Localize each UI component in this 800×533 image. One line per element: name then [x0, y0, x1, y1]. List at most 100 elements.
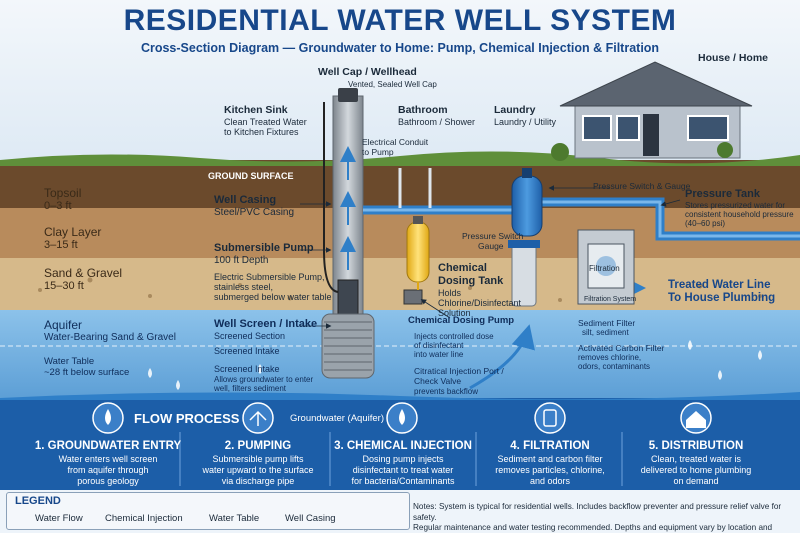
dosing-pump-desc-1: Injects controlled dose [414, 332, 494, 341]
water-table-label: Water Table ~28 ft below surface [44, 356, 129, 379]
well-cap [338, 88, 358, 102]
step-filtration: 4. FILTRATION Sediment and carbon filter… [475, 440, 625, 486]
step-2-line-3: via discharge pipe [221, 475, 295, 486]
water-drops [148, 340, 762, 390]
sediment-filter-1: Sediment Filter [578, 318, 636, 328]
chemical-dosing-tank-icon [403, 216, 430, 305]
bathroom-label: Bathroom [398, 104, 448, 116]
filtration-system-label: Filtration System [584, 296, 637, 303]
pump-desc-3: submerged below water table [214, 292, 332, 302]
groundwater-label: Groundwater (Aquifer) [290, 413, 384, 424]
pressure-switch-label: Pressure Switch & Gauge [593, 181, 691, 191]
topsoil-label: Topsoil 0–3 ft [44, 186, 81, 214]
notes: Notes: System is typical for residential… [413, 502, 798, 533]
step-distribution: 5. DISTRIBUTION Clean, treated water is … [621, 440, 771, 486]
sand-gravel-layer [0, 258, 800, 310]
pressure-tank-icon [511, 168, 543, 237]
well-cap-sub: Vented, Sealed Well Cap [348, 80, 437, 89]
sand-depth: 15–30 ft [44, 280, 84, 293]
sand-name: Sand & Gravel [44, 266, 123, 280]
step-3-line-2: disinfectant to treat water [352, 464, 454, 475]
dosing-pump-label: Chemical Dosing Pump [408, 315, 515, 326]
injection-port-2: Check Valve [414, 376, 462, 386]
step-1-line-3: porous geology [77, 475, 139, 486]
dosing-desc-3: Solution [438, 308, 471, 318]
step-3-line-1: Dosing pump injects [362, 454, 444, 464]
intake-desc-2: well, filters sediment [214, 384, 287, 393]
step-1-line-2: from aquifer through [67, 464, 149, 475]
step-1-title: 1. GROUNDWATER ENTRY [34, 440, 182, 452]
topsoil-depth: 0–3 ft [44, 200, 72, 213]
treated-line-label-1: Treated Water Line [668, 279, 771, 291]
aquifer-name: Aquifer [44, 318, 83, 332]
dosing-desc-1: Holds [438, 288, 462, 298]
screen-sub: Screened Section [214, 331, 286, 341]
pressure-tank-desc-2: consistent household pressure [685, 210, 794, 219]
step-1-line-1: Water enters well screen [58, 454, 158, 464]
grass-line [0, 151, 800, 166]
pressure-tank-desc-3: (40–60 psi) [685, 219, 726, 228]
page-subtitle: Cross-Section Diagram — Groundwater to H… [140, 41, 660, 55]
water-table-desc: ~28 ft below surface [44, 367, 130, 379]
aquifer-desc: Water-Bearing Sand & Gravel [44, 332, 176, 344]
step-4-line-1: Sediment and carbon filter [497, 454, 603, 464]
kitchen-label: Kitchen Sink [224, 104, 288, 116]
legend-title: LEGEND [15, 495, 61, 507]
step-icons [92, 402, 712, 434]
pump-desc-2: stainless steel, [214, 282, 274, 292]
topsoil-name: Topsoil [44, 186, 82, 200]
injection-arrow [469, 324, 535, 390]
step-5-line-2: delivered to home plumbing [640, 464, 752, 475]
carbon-filter-2: removes chlorine, [578, 353, 642, 362]
step-dividers [179, 432, 623, 486]
leader-lines [300, 185, 681, 329]
house-icon [551, 61, 753, 161]
screened-intake-label-2: Screened Intake [214, 364, 280, 374]
carbon-filter-1: Activated Carbon Filter [578, 343, 665, 353]
legend: LEGEND Water Flow Chemical Injection Wat… [6, 492, 410, 530]
aquifer-label: Aquifer Water-Bearing Sand & Gravel [44, 318, 176, 344]
step-5-line-1: Clean, treated water is [650, 454, 742, 464]
step-5-title: 5. DISTRIBUTION [648, 440, 744, 452]
filtration-label: Filtration [589, 264, 620, 273]
bathroom-sub: Bathroom / Shower [398, 117, 476, 127]
kitchen-sub1: Clean Treated Water [224, 117, 307, 127]
kitchen-sub2: to Kitchen Fixtures [224, 127, 299, 137]
step-2-line-1: Submersible pump lifts [212, 454, 304, 464]
pump-label: Submersible Pump [214, 242, 314, 254]
step-2-line-2: water upward to the surface [202, 464, 314, 475]
legend-casing: Well Casing [285, 513, 336, 524]
pump-depth: 100 ft Depth [214, 255, 269, 266]
injection-port-1: Citratical Injection Port / [414, 366, 504, 376]
electrical-label-1: Electrical Conduit [362, 137, 429, 147]
clay-depth: 3–15 ft [44, 239, 78, 252]
pressure-switch-gauge-2: Gauge [478, 241, 504, 251]
flow-process-title: FLOW PROCESS [134, 411, 240, 426]
sediment-filter-icon [508, 240, 540, 307]
laundry-sub: Laundry / Utility [494, 117, 557, 127]
submersible-pump [337, 279, 359, 315]
dosing-desc-2: Chlorine/Disinfectant [438, 298, 522, 308]
step-5-line-3: on demand [673, 475, 719, 486]
pressure-tank-desc-1: Stores pressurized water for [685, 201, 786, 210]
dosing-tank-label: Chemical [438, 262, 487, 274]
dosing-pump-desc-3: into water line [414, 350, 464, 359]
screened-intake-label: Screened Intake [214, 346, 280, 356]
note-line-2: Regular maintenance and water testing re… [413, 523, 773, 533]
casing-sub: Steel/PVC Casing [214, 207, 295, 218]
casing-label: Well Casing [214, 194, 277, 206]
aquifer-layer [0, 310, 800, 398]
sand-label: Sand & Gravel 15–30 ft [44, 266, 122, 294]
water-table-name: Water Table [44, 356, 95, 367]
page-title: RESIDENTIAL WATER WELL SYSTEM [123, 4, 677, 37]
pump-desc-1: Electric Submersible Pump, [214, 272, 325, 282]
gravel-dots [38, 277, 762, 302]
step-pumping: 2. PUMPING Submersible pump lifts water … [183, 440, 333, 486]
step-chemical-injection: 3. CHEMICAL INJECTION Dosing pump inject… [328, 440, 478, 486]
step-4-title: 4. FILTRATION [510, 440, 590, 452]
electrical-label-2: to Pump [362, 147, 394, 157]
clay-name: Clay Layer [44, 225, 102, 239]
laundry-label: Laundry [494, 104, 536, 116]
